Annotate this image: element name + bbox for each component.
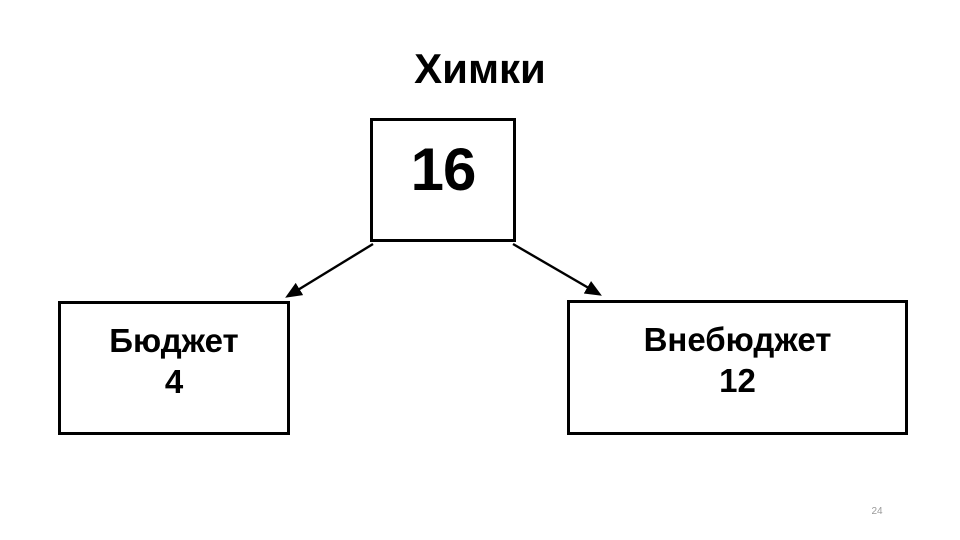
node-budget: Бюджет 4 bbox=[58, 301, 290, 435]
node-extrabudget-value: 12 bbox=[719, 362, 756, 399]
arrow-to-extrabudget-line bbox=[512, 242, 602, 296]
node-extrabudget-label: Внебюджет bbox=[643, 321, 832, 358]
page-number: 24 bbox=[871, 506, 883, 517]
node-total-value: 16 bbox=[410, 136, 477, 203]
node-budget-label: Бюджет bbox=[109, 322, 239, 359]
node-total: 16 bbox=[370, 118, 516, 242]
node-budget-value: 4 bbox=[164, 363, 184, 400]
page-title: Химки bbox=[414, 45, 546, 92]
arrow-to-budget-line bbox=[285, 242, 374, 298]
node-extrabudget: Внебюджет 12 bbox=[567, 300, 908, 435]
